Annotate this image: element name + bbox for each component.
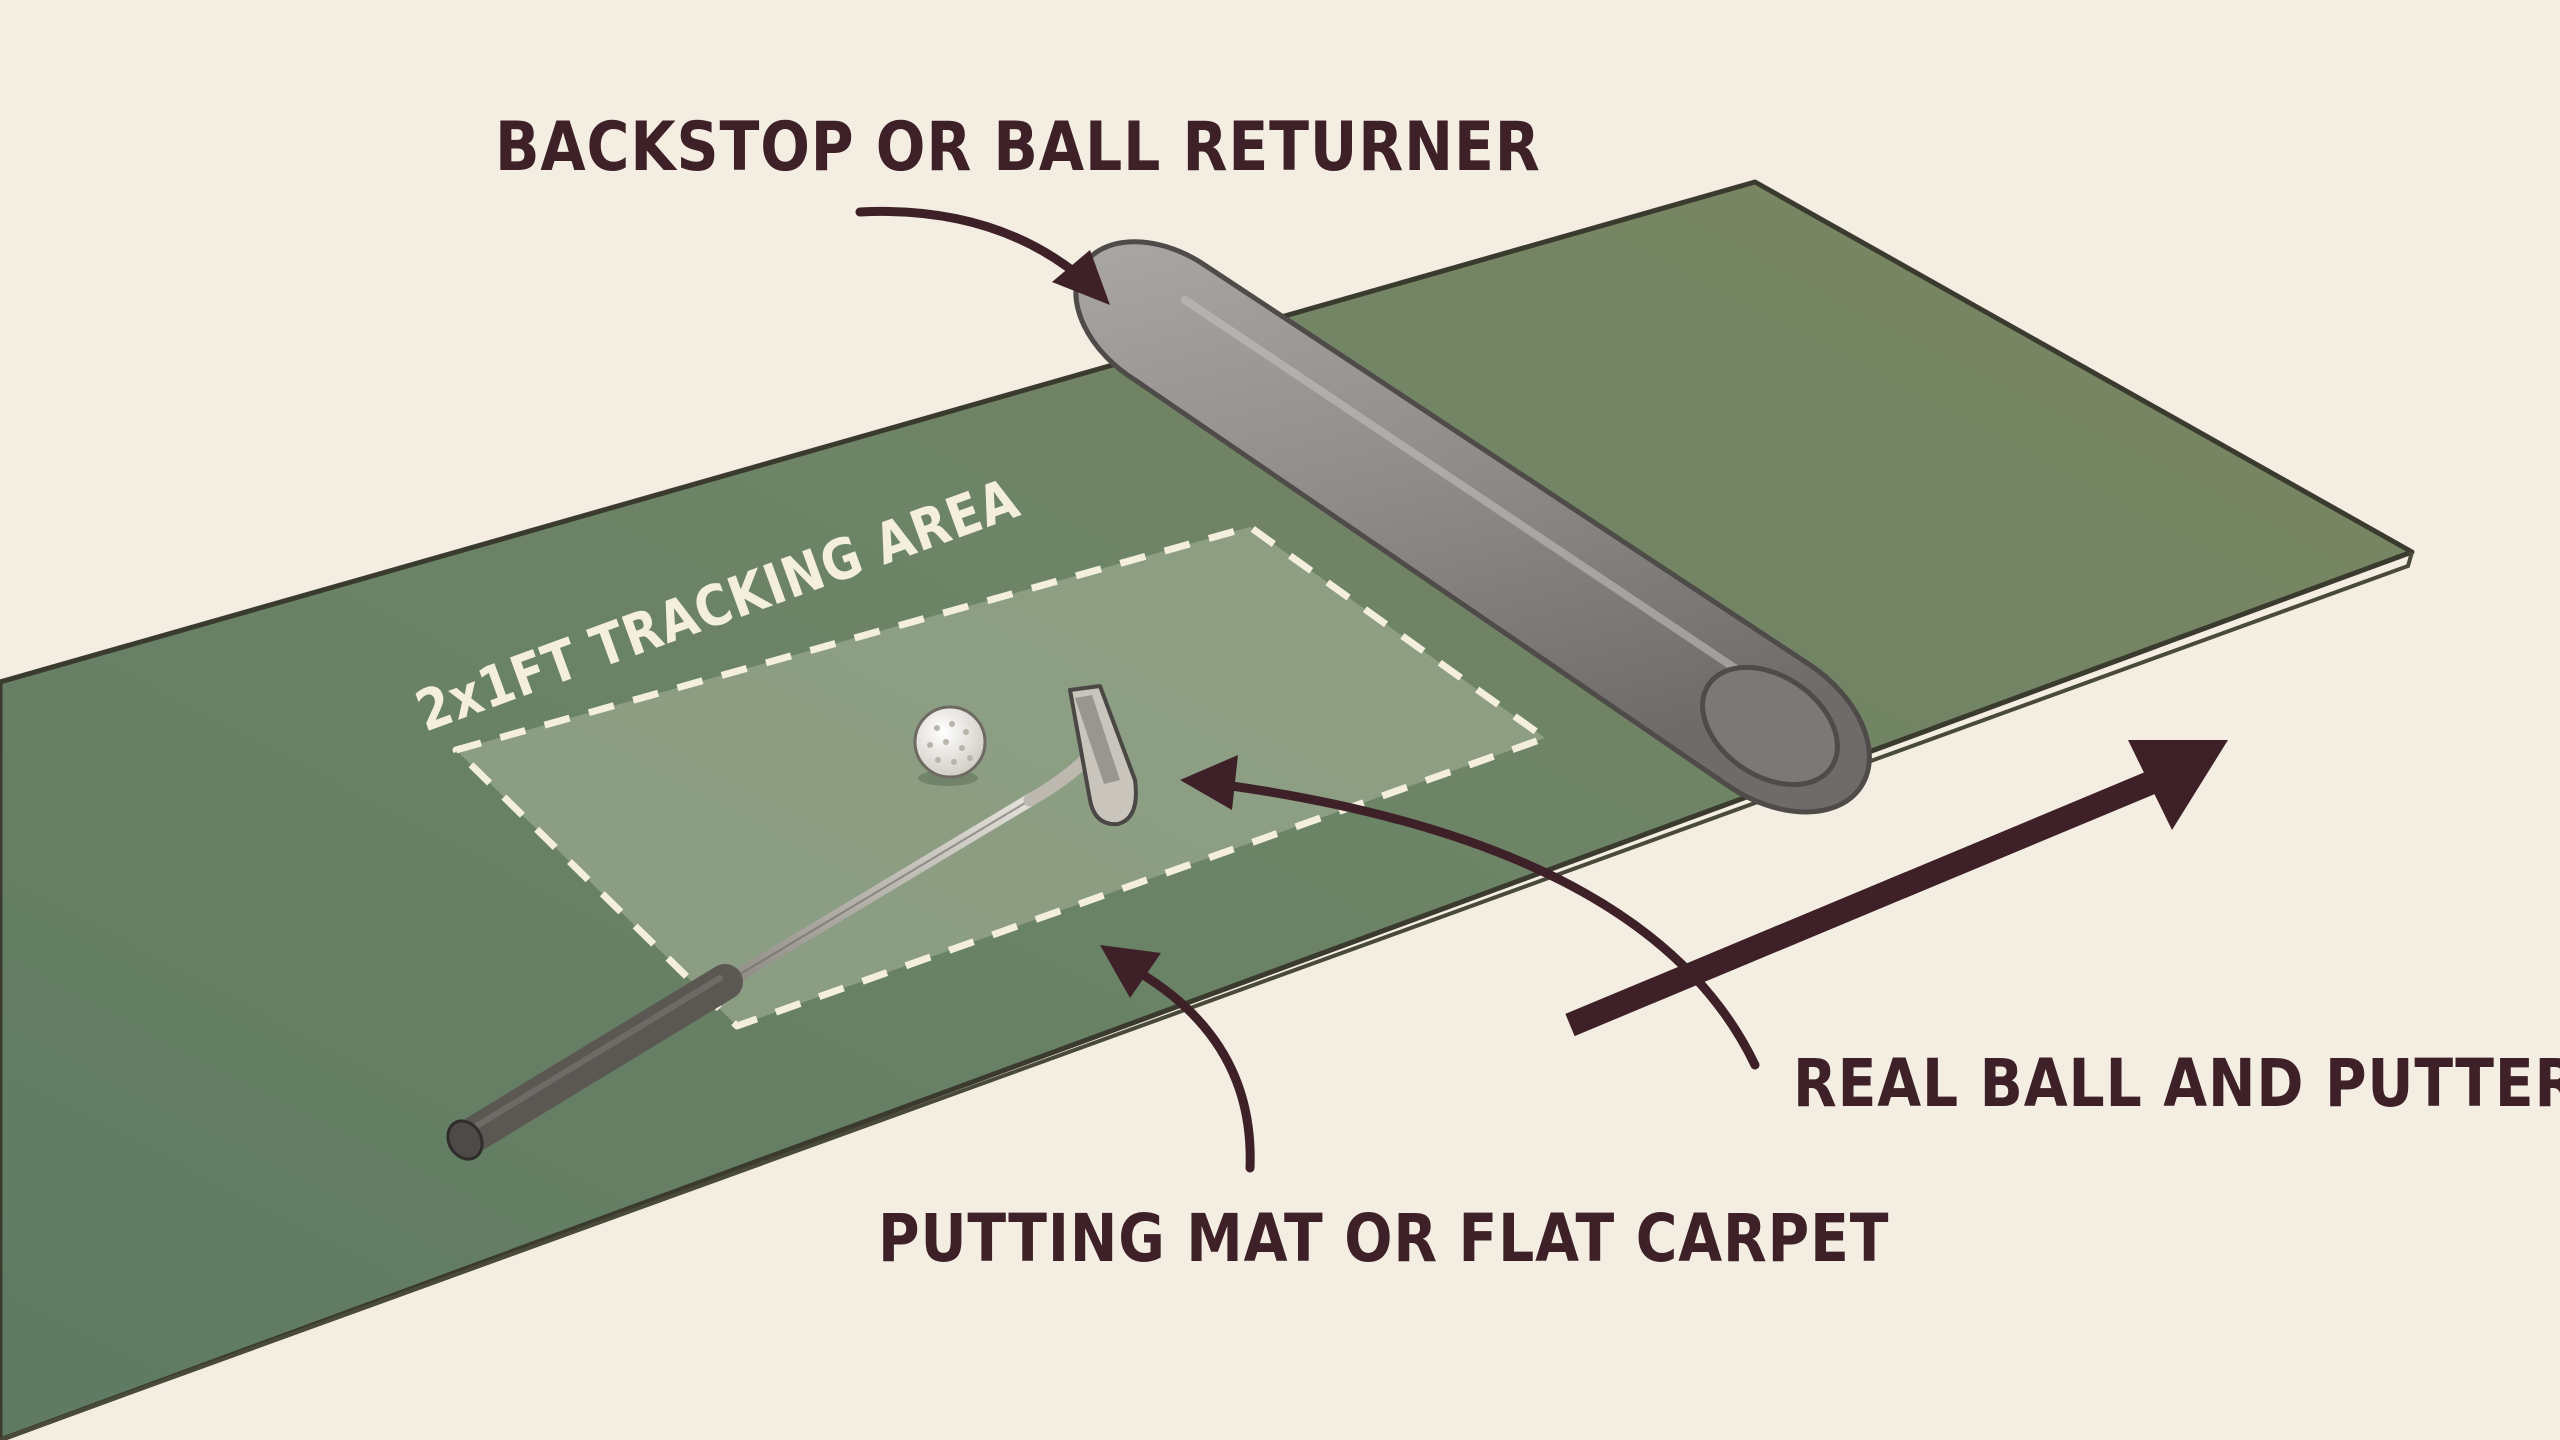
foam-roller-icon xyxy=(1073,239,1872,815)
tracking-area-fill xyxy=(456,527,1545,1026)
ball-putter-pointer-arrow xyxy=(1180,755,1760,1070)
direction-arrow-head xyxy=(2128,740,2228,830)
backstop-label: BACKSTOP OR BALL RETURNER xyxy=(495,108,1541,187)
mat-front-edge xyxy=(0,551,2414,1440)
putter-icon xyxy=(446,684,1138,1161)
ball-putter-label: REAL BALL AND PUTTER xyxy=(1793,1045,2560,1122)
direction-arrow-icon xyxy=(1565,771,2155,1037)
backstop-pointer-arrow xyxy=(855,206,1110,305)
golf-ball-icon xyxy=(913,705,987,786)
mat-label: PUTTING MAT OR FLAT CARPET xyxy=(878,1200,1890,1277)
tracking-area-outline xyxy=(452,523,1549,1030)
mat-pointer-arrow xyxy=(1100,945,1255,1173)
